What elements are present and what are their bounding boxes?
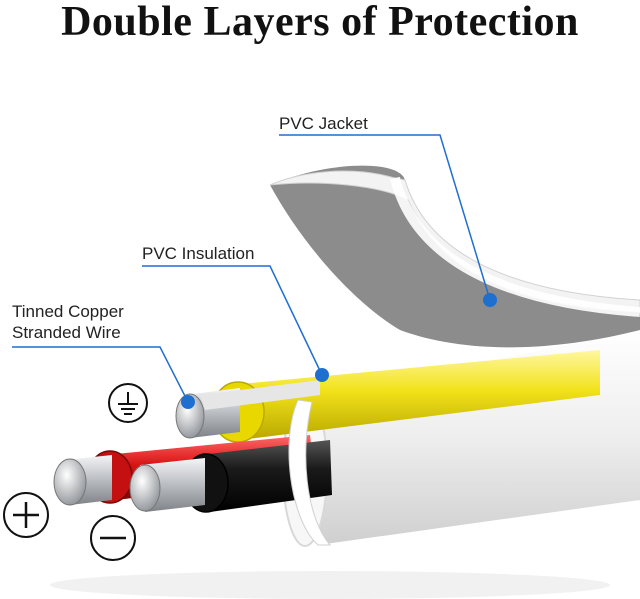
- callout-dot-insulation: [315, 368, 329, 382]
- plus-icon: [3, 492, 49, 538]
- callout-pvc-jacket: PVC Jacket: [279, 114, 368, 133]
- jacket-lip: [288, 399, 332, 546]
- callout-pvc-insulation: PVC Insulation: [142, 244, 255, 263]
- insulation-yellow: [230, 350, 600, 440]
- strand-positive: [53, 458, 87, 506]
- callout-line-jacket: [279, 134, 491, 301]
- callout-copper-line1: Tinned Copper: [12, 302, 124, 321]
- callout-copper-line2: Stranded Wire: [12, 323, 121, 342]
- callout-line-copper: [12, 346, 189, 403]
- strand-negative: [129, 464, 161, 512]
- page-title: Double Layers of Protection: [61, 0, 579, 45]
- callout-lines: [12, 134, 491, 403]
- callout-dot-jacket: [483, 293, 497, 307]
- callout-line-insulation: [142, 265, 323, 376]
- ground-icon: [108, 383, 148, 423]
- minus-icon: [90, 515, 136, 561]
- callout-tinned-copper: Tinned Copper Stranded Wire: [12, 301, 124, 343]
- callout-dot-copper: [181, 395, 195, 409]
